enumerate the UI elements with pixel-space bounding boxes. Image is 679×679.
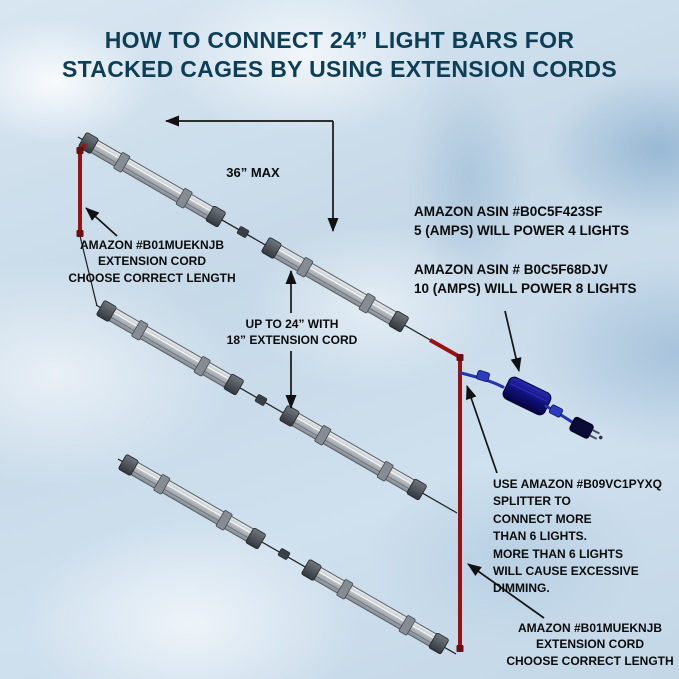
cable-connector xyxy=(476,370,490,382)
label-asin-8-lights: AMAZON ASIN # B0C5F68DJV 10 (AMPS) WILL … xyxy=(414,262,637,296)
label-extension-cord-left: AMAZON #B01MUEKNJB EXTENSION CORD CHOOSE… xyxy=(68,238,236,285)
label-36-max: 36” MAX xyxy=(226,165,280,180)
inline-connector xyxy=(254,394,268,406)
label-asin-4-lights: AMAZON ASIN #B0C5F423SF 5 (AMPS) WILL PO… xyxy=(414,204,630,238)
label-extension-cord-bottom: AMAZON #B01MUEKNJB EXTENSION CORD CHOOSE… xyxy=(506,621,674,668)
light-bar xyxy=(300,557,451,656)
left-cord-pointer-arrow xyxy=(85,207,118,237)
splitter xyxy=(502,376,552,416)
light-bar xyxy=(278,403,429,502)
label-splitter-note: USE AMAZON #B09VC1PYXQ SPLITTER TO CONNE… xyxy=(493,477,662,596)
cord-end-cap xyxy=(76,147,84,154)
page-title-line2: STACKED CAGES BY USING EXTENSION CORDS xyxy=(62,56,617,83)
inline-connector xyxy=(277,548,291,560)
light-bar xyxy=(117,452,268,551)
inline-connector xyxy=(236,226,250,238)
page-title-line1: HOW TO CONNECT 24” LIGHT BARS FOR xyxy=(104,27,575,53)
splitter-note-arrow xyxy=(466,385,498,474)
power-plug xyxy=(569,416,603,440)
cord-end-cap xyxy=(76,230,84,237)
cord-end-cap xyxy=(456,645,464,652)
extension-cord-left xyxy=(78,142,87,236)
extension-cord-right xyxy=(429,338,462,651)
splitter-pointer-arrow xyxy=(504,310,522,372)
page-title: HOW TO CONNECT 24” LIGHT BARS FOR STACKE… xyxy=(0,26,679,85)
cord-end-cap xyxy=(456,354,464,361)
cable-connector xyxy=(548,404,564,418)
bottom-cord-pointer-arrow xyxy=(467,563,545,619)
left-cord-feed-wire xyxy=(79,235,98,307)
label-up-to-24: UP TO 24” WITH 18” EXTENSION CORD xyxy=(226,317,358,348)
light-bar xyxy=(77,130,228,229)
